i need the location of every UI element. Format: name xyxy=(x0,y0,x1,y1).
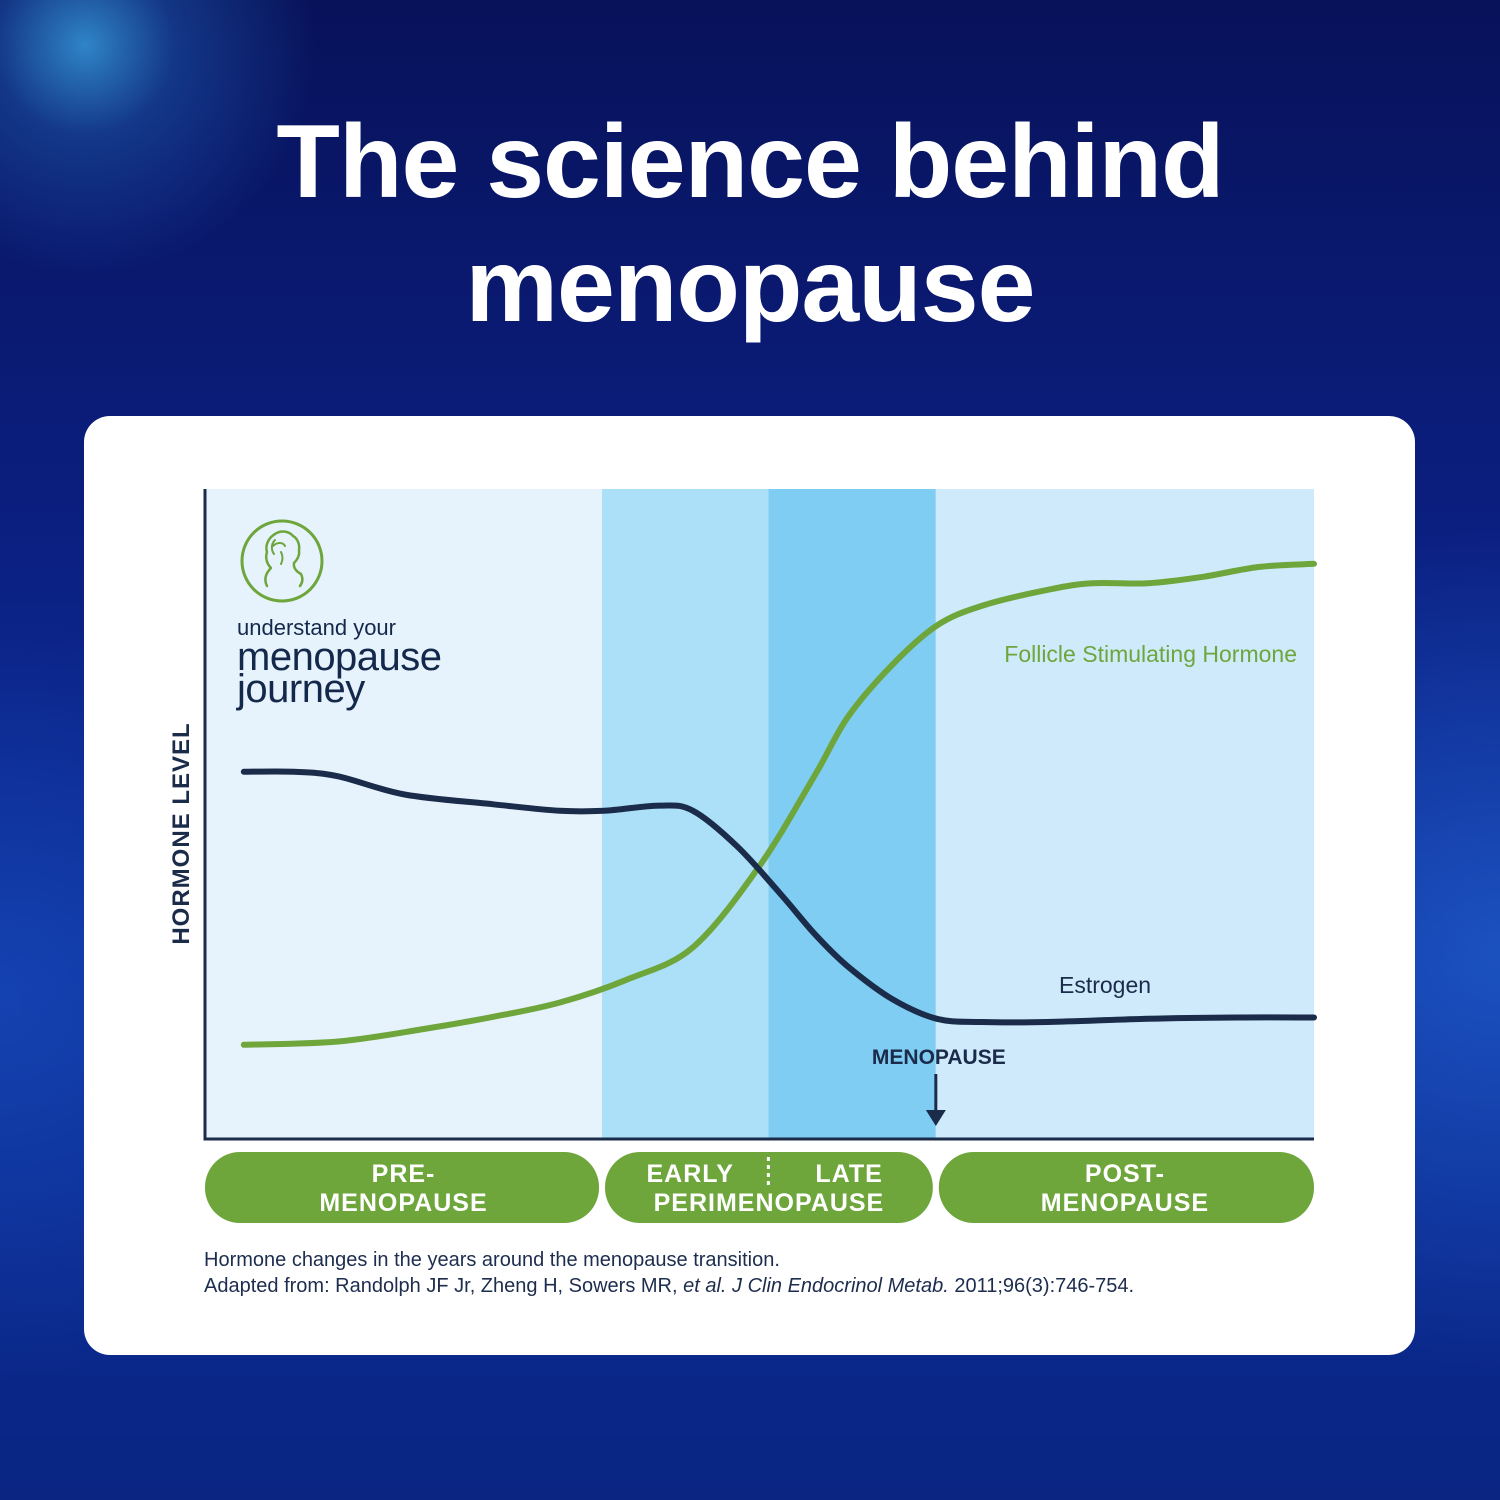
caption-prefix: Adapted from: Randolph JF Jr, Zheng H, S… xyxy=(204,1275,684,1297)
fsh-label: Follicle Stimulating Hormone xyxy=(1004,641,1297,667)
phase-label-post-line-1: POST- xyxy=(1085,1160,1165,1188)
y-axis-label: HORMONE LEVEL xyxy=(168,722,195,944)
phase-band-post xyxy=(935,489,1314,1139)
phase-label-pre-line-2: MENOPAUSE xyxy=(319,1189,487,1217)
logo: understand your menopause journey xyxy=(237,516,537,711)
phase-label-late: LATE xyxy=(815,1160,882,1188)
hormone-chart: HORMONE LEVEL Follicle Stimulating Hormo… xyxy=(168,489,1317,1223)
phase-label-post-line-2: MENOPAUSE xyxy=(1041,1189,1209,1217)
caption-line-1: Hormone changes in the years around the … xyxy=(204,1249,780,1271)
caption-line-2: Adapted from: Randolph JF Jr, Zheng H, S… xyxy=(204,1273,1384,1299)
logo-line-2: menopause xyxy=(237,635,442,679)
headline-line-1: The science behind xyxy=(276,104,1224,220)
phase-band-early xyxy=(602,489,769,1139)
phase-label-pre-line-1: PRE- xyxy=(372,1160,436,1188)
estrogen-line xyxy=(240,768,1317,1026)
menopause-annotation-label: MENOPAUSE xyxy=(872,1046,1006,1069)
caption: Hormone changes in the years around the … xyxy=(204,1247,1384,1299)
fsh-line xyxy=(240,560,1317,1048)
caption-suffix: 2011;96(3):746-754. xyxy=(948,1275,1135,1297)
woman-profile-circle-icon xyxy=(240,519,324,603)
headline: The science behind menopause xyxy=(0,100,1500,348)
logo-line-3: journey xyxy=(237,667,365,711)
chart-card: HORMONE LEVEL Follicle Stimulating Hormo… xyxy=(84,416,1415,1355)
logo-line-1: understand your xyxy=(237,615,396,640)
phase-pill-postmenopause xyxy=(938,1152,1314,1223)
estrogen-label: Estrogen xyxy=(1059,972,1151,998)
caption-italic: et al. J Clin Endocrinol Metab. xyxy=(683,1275,949,1297)
phase-band-late xyxy=(768,489,936,1139)
menopause-arrow-head-icon xyxy=(925,1110,946,1126)
phase-label-perimenopause: PERIMENOPAUSE xyxy=(654,1189,885,1217)
phase-pill-premenopause xyxy=(205,1152,600,1223)
phase-pill-perimenopause xyxy=(605,1152,933,1223)
headline-line-2: menopause xyxy=(465,228,1036,344)
phase-label-early: EARLY xyxy=(646,1160,733,1188)
